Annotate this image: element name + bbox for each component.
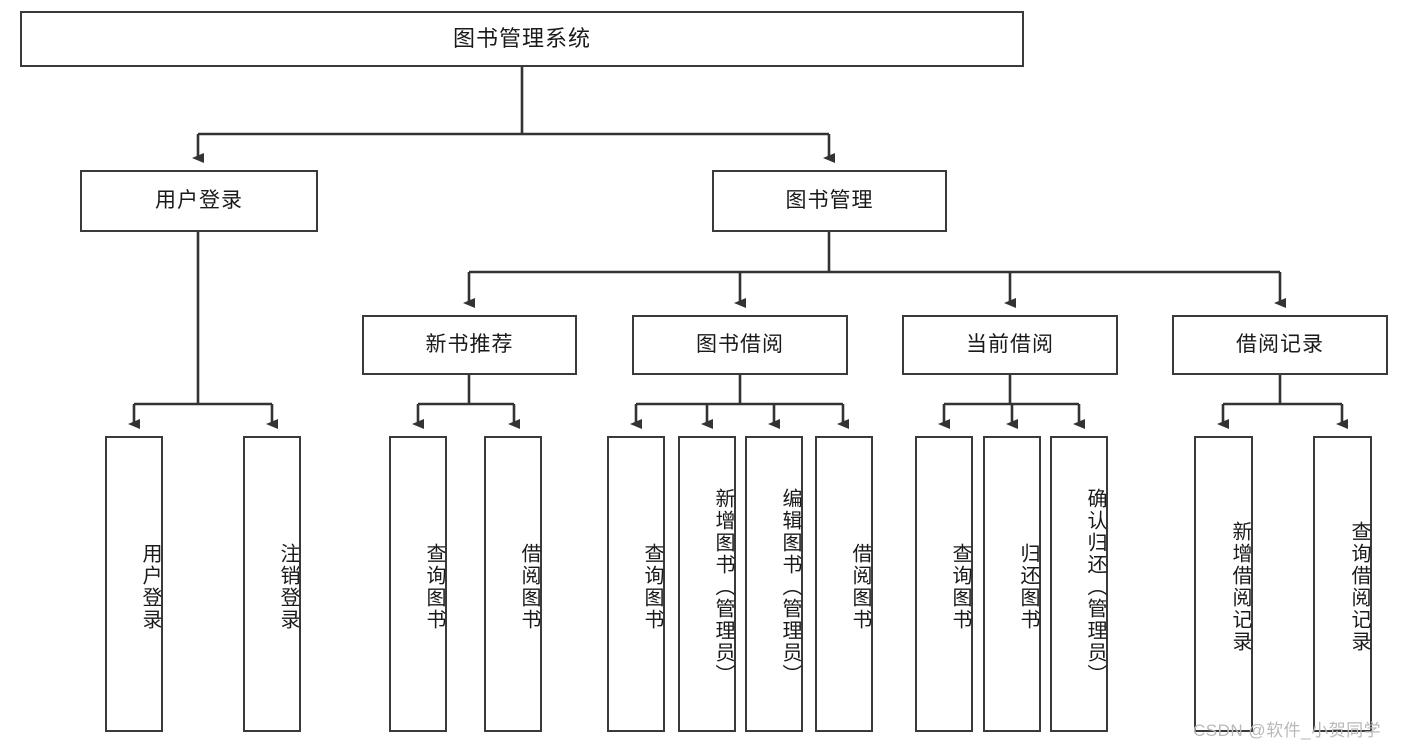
leaf-confirm-return[interactable]: 确认归还（管理员）	[1050, 436, 1108, 732]
leaf-query-book-borrow[interactable]: 查询图书	[607, 436, 665, 732]
node-label: 用户登录	[139, 543, 161, 631]
leaf-borrow-book-recommend[interactable]: 借阅图书	[484, 436, 542, 732]
leaf-query-book-recommend[interactable]: 查询图书	[389, 436, 447, 732]
node-book-manage[interactable]: 图书管理	[712, 170, 947, 232]
node-label: 图书管理	[785, 189, 874, 213]
node-label: 图书管理系统	[452, 25, 591, 51]
node-label: 编辑图书（管理员）	[779, 488, 801, 686]
leaf-add-borrow-record[interactable]: 新增借阅记录	[1194, 436, 1253, 732]
node-label: 新增图书（管理员）	[712, 488, 734, 686]
node-label: 图书借阅	[696, 333, 784, 357]
node-label: 查询图书	[641, 543, 663, 631]
leaf-query-borrow-record[interactable]: 查询借阅记录	[1313, 436, 1372, 732]
node-borrow-record[interactable]: 借阅记录	[1172, 315, 1388, 375]
node-root-system[interactable]: 图书管理系统	[20, 11, 1024, 67]
node-label: 新增借阅记录	[1229, 521, 1251, 653]
node-book-borrow[interactable]: 图书借阅	[632, 315, 848, 375]
node-new-book-recommend[interactable]: 新书推荐	[362, 315, 577, 375]
node-current-borrow[interactable]: 当前借阅	[902, 315, 1118, 375]
leaf-borrow-book[interactable]: 借阅图书	[815, 436, 873, 732]
node-label: 查询借阅记录	[1348, 521, 1370, 653]
node-user-login[interactable]: 用户登录	[80, 170, 318, 232]
node-label: 借阅图书	[518, 543, 540, 631]
leaf-return-book[interactable]: 归还图书	[983, 436, 1041, 732]
node-label: 借阅记录	[1236, 333, 1324, 357]
node-label: 注销登录	[277, 543, 299, 631]
leaf-user-login[interactable]: 用户登录	[105, 436, 163, 732]
leaf-user-logout[interactable]: 注销登录	[243, 436, 301, 732]
node-label: 查询图书	[423, 543, 445, 631]
node-label: 确认归还（管理员）	[1084, 488, 1106, 686]
node-label: 借阅图书	[849, 543, 871, 631]
node-label: 新书推荐	[425, 333, 514, 357]
node-label: 当前借阅	[966, 333, 1054, 357]
node-label: 归还图书	[1017, 543, 1039, 631]
leaf-query-book-current[interactable]: 查询图书	[915, 436, 973, 732]
node-label: 用户登录	[155, 189, 243, 213]
watermark: CSDN @软件_小贺同学	[1193, 721, 1382, 740]
node-label: 查询图书	[949, 543, 971, 631]
leaf-edit-book[interactable]: 编辑图书（管理员）	[745, 436, 803, 732]
leaf-add-book[interactable]: 新增图书（管理员）	[678, 436, 736, 732]
